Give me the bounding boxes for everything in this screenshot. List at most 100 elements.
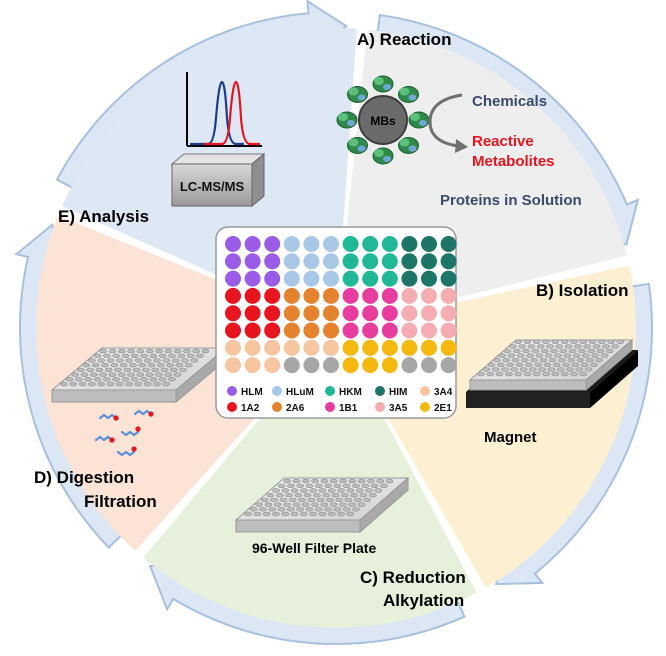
plate-well-small: [507, 353, 516, 358]
plate-well-small: [325, 497, 334, 503]
plate-well-small: [301, 478, 310, 484]
plate-well: [283, 287, 300, 304]
plate-well-small: [143, 358, 152, 363]
plate-well-small: [311, 502, 319, 507]
plate-well: [440, 339, 457, 356]
plate-well-small: [339, 478, 347, 484]
plate-well-small: [112, 353, 121, 358]
plate-well-small: [546, 344, 554, 349]
peptide-fragment: [94, 435, 114, 442]
plate-well: [264, 287, 281, 304]
plate-well-small: [162, 358, 171, 363]
adduct-dot: [131, 446, 137, 452]
plate-well-small: [338, 502, 347, 507]
plate-well-small: [184, 363, 193, 368]
plate-well: [244, 287, 261, 304]
plate-well: [323, 287, 339, 304]
plate-well-small: [536, 344, 545, 349]
plate-well: [362, 322, 379, 339]
plate-well-small: [596, 348, 605, 354]
plate-well-small: [86, 367, 94, 373]
plate-well-small: [607, 339, 615, 344]
plate-well-small: [340, 493, 349, 498]
step-digestion-title-line1: D) Digestion: [34, 468, 134, 487]
plate-well-small: [277, 483, 286, 488]
plate-well-small: [580, 362, 589, 367]
plate-well-small: [487, 362, 496, 367]
plate-well-small: [564, 344, 573, 349]
plate-well-small: [558, 358, 566, 363]
chemicals-label: Chemicals: [472, 93, 547, 110]
plate-well-small: [171, 358, 180, 363]
plate-well-small: [597, 339, 606, 344]
plate-well-small: [275, 493, 284, 498]
plate-well-small: [570, 339, 578, 344]
plate-well-small: [346, 488, 355, 493]
plate-well-small: [591, 353, 600, 358]
plate-well-small: [562, 362, 570, 367]
plate-well-small: [579, 339, 588, 344]
plate-well-small: [554, 353, 562, 358]
plate-well-small: [538, 367, 546, 372]
plate-well-small: [574, 344, 582, 349]
plate-well-small: [93, 377, 102, 382]
step-reaction-title: A) Reaction: [357, 30, 451, 49]
protein-blob: [347, 137, 368, 154]
plate-well: [283, 236, 300, 252]
plate-well: [283, 339, 300, 356]
plate-well: [381, 253, 398, 270]
plate-well-small: [262, 511, 271, 517]
plate-well: [362, 287, 379, 304]
plate-well: [244, 322, 261, 339]
plate-well-small: [370, 483, 379, 488]
plate-well: [264, 357, 281, 374]
digestion-plate-graphic: [50, 346, 228, 404]
plate-well: [323, 305, 339, 322]
plate-well-small: [123, 367, 132, 373]
plate-well-small: [253, 511, 262, 517]
plate-well: [381, 305, 398, 322]
plate-well-small: [294, 493, 303, 498]
plate-well-small: [153, 358, 161, 363]
plate-well-small: [110, 363, 119, 368]
plate-well: [323, 253, 339, 270]
plate-well-small: [477, 371, 485, 377]
plate-well-small: [551, 339, 560, 344]
plate-well-small: [136, 348, 145, 354]
plate-well-small: [547, 367, 556, 372]
plate-well-small: [516, 353, 525, 358]
plate-well-small: [309, 488, 318, 493]
plate-well-small: [311, 478, 319, 484]
plate-well-small: [523, 371, 532, 377]
plate-well: [283, 305, 300, 322]
plate-well: [225, 287, 241, 304]
plate-well: [342, 357, 359, 374]
plate-well-small: [329, 502, 338, 507]
plate-well-small: [540, 348, 549, 354]
plate-well-small: [520, 358, 529, 363]
plate-well-small: [331, 493, 340, 498]
plate-well-small: [329, 478, 338, 484]
plate-well: [225, 305, 241, 322]
plate-well-small: [584, 367, 593, 372]
plate-well-small: [158, 353, 167, 358]
plate-well: [362, 236, 379, 252]
plate-well: [381, 322, 398, 339]
plate-well-small: [555, 344, 564, 349]
lcms-label: LC-MS/MS: [180, 179, 245, 194]
plate-well: [264, 253, 281, 270]
plate-well-small: [82, 363, 91, 368]
plate-well: [421, 357, 437, 374]
plate-well: [342, 339, 359, 356]
plate-well-small: [80, 372, 89, 377]
step-isolation-title: B) Isolation: [536, 281, 629, 300]
plate-well-small: [510, 367, 519, 372]
adduct-dot: [148, 411, 154, 417]
protein-blob: [408, 111, 430, 129]
plate-well-small: [164, 372, 173, 377]
plate-well: [342, 287, 359, 304]
plate-well-small: [305, 483, 314, 488]
plate-well-small: [314, 507, 323, 512]
plate-well-small: [132, 367, 141, 373]
